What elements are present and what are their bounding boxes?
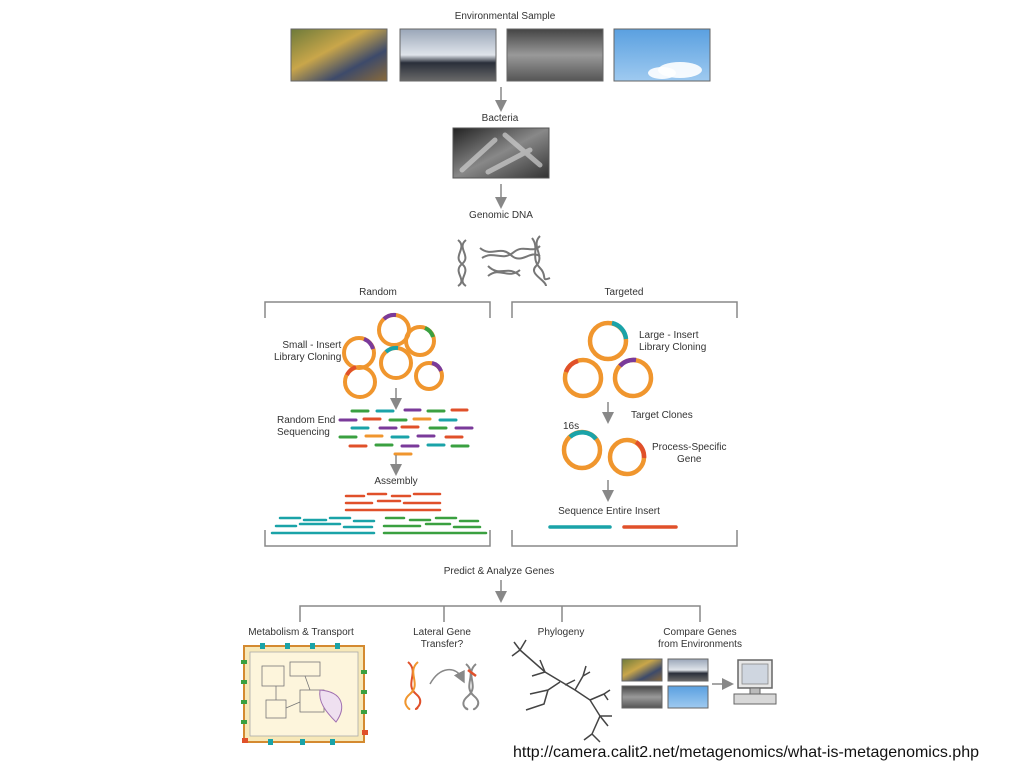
- label-16s: 16s: [563, 421, 580, 432]
- label-random-end: Random End Sequencing: [277, 415, 336, 438]
- label-compare-genes: Compare Genes from Environments: [658, 627, 742, 650]
- label-large-insert: Large - Insert Library Cloning: [639, 330, 707, 353]
- label-lateral-gene-transfer: Lateral Gene Transfer?: [413, 627, 471, 650]
- environment-photos: [290, 28, 711, 82]
- analysis-tree: [299, 605, 701, 622]
- label-assembly: Assembly: [374, 476, 418, 487]
- label-targeted: Targeted: [604, 287, 644, 298]
- label-target-clones: Target Clones: [631, 410, 693, 421]
- source-url[interactable]: http://camera.calit2.net/metagenomics/wh…: [513, 744, 979, 761]
- label-predict-analyze: Predict & Analyze Genes: [443, 566, 555, 577]
- bacteria-image: [452, 127, 550, 179]
- lateral-transfer-graphic: [404, 661, 480, 711]
- metabolism-map: [241, 643, 368, 745]
- assembly-contigs: [270, 492, 488, 535]
- label-phylogeny: Phylogeny: [537, 627, 585, 638]
- phylogeny-tree: [511, 639, 612, 743]
- label-environmental-sample: Environmental Sample: [454, 11, 556, 22]
- compare-graphic: [621, 658, 777, 709]
- label-process-specific: Process-Specific Gene: [652, 442, 727, 465]
- target-clone-plasmids: [561, 429, 647, 477]
- label-genomic-dna: Genomic DNA: [469, 210, 533, 221]
- sequence-fragments: [338, 408, 474, 456]
- random-bracket: [264, 301, 491, 547]
- label-random: Random: [359, 287, 397, 298]
- targeted-bracket: [511, 301, 738, 547]
- soil-photo: [290, 28, 388, 82]
- label-sequence-entire: Sequence Entire Insert: [558, 506, 660, 517]
- dna-helices: [457, 235, 551, 287]
- label-metabolism: Metabolism & Transport: [248, 627, 354, 638]
- large-insert-plasmids: [562, 320, 654, 399]
- ocean-photo: [399, 28, 497, 82]
- label-small-insert: Small - Insert Library Cloning: [274, 340, 342, 363]
- label-bacteria: Bacteria: [481, 113, 519, 124]
- industrial-photo: [506, 28, 604, 82]
- small-insert-plasmids: [342, 312, 444, 399]
